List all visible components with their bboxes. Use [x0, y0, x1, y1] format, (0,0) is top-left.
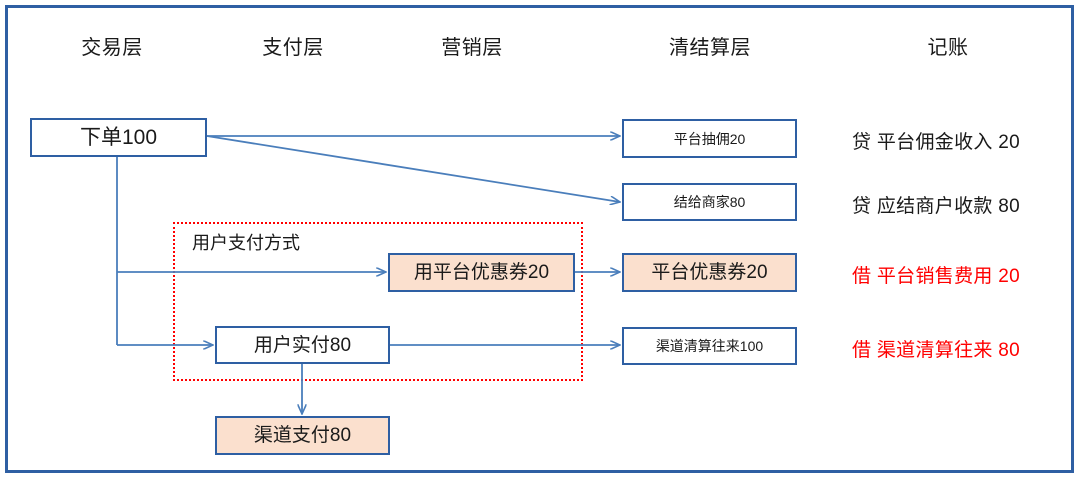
node-channel-clearing[interactable]: 渠道清算往来100	[622, 327, 797, 365]
node-use-coupon[interactable]: 用平台优惠券20	[388, 253, 575, 292]
column-header-payment: 支付层	[262, 37, 324, 59]
diagram-outer-frame	[5, 5, 1074, 473]
ledger-entry-platform-sales-expense: 借 平台销售费用 20	[852, 266, 1020, 287]
node-platform-fee[interactable]: 平台抽佣20	[622, 119, 797, 158]
column-header-settlement: 清结算层	[669, 37, 751, 59]
node-coupon-settlement[interactable]: 平台优惠券20	[622, 253, 797, 292]
ledger-entry-merchant-receivable: 贷 应结商户收款 80	[852, 196, 1020, 217]
column-header-marketing: 营销层	[441, 37, 503, 59]
node-user-paid[interactable]: 用户实付80	[215, 326, 390, 364]
column-header-accounting: 记账	[927, 37, 969, 59]
column-header-transaction: 交易层	[81, 37, 143, 59]
group-box-user-payment-method	[173, 222, 583, 381]
node-channel-payment[interactable]: 渠道支付80	[215, 416, 390, 455]
group-label-user-payment-method: 用户支付方式	[192, 233, 300, 253]
ledger-entry-platform-commission: 贷 平台佣金收入 20	[852, 132, 1020, 153]
node-order[interactable]: 下单100	[30, 118, 207, 157]
ledger-entry-channel-clearing: 借 渠道清算往来 80	[852, 340, 1020, 361]
node-merchant-payout[interactable]: 结给商家80	[622, 183, 797, 221]
